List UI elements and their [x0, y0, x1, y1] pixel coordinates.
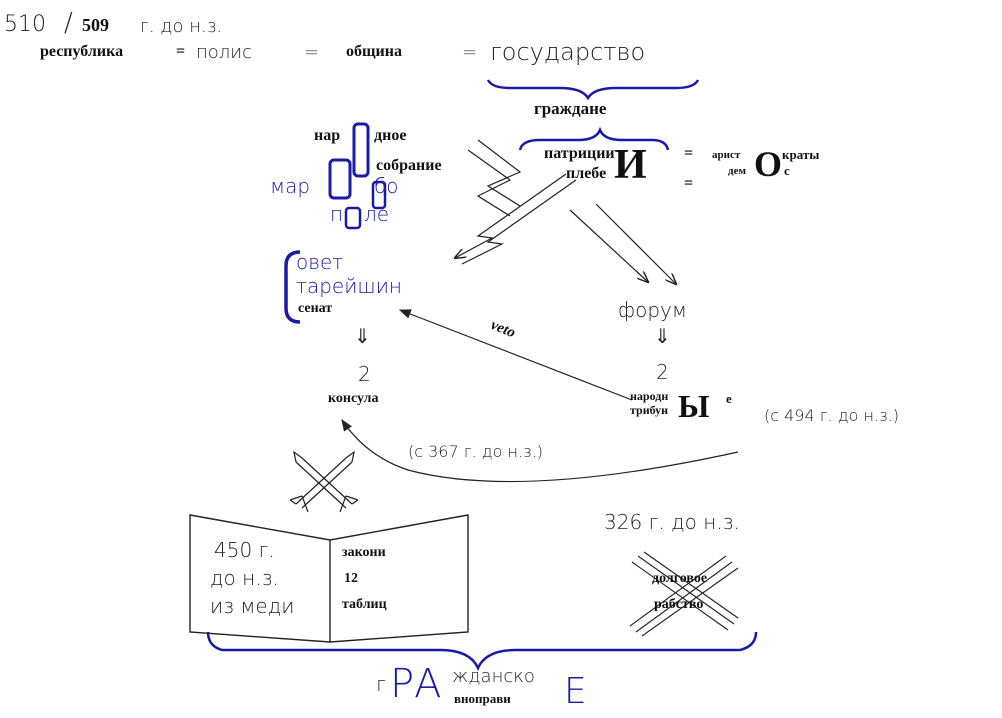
assembly-p: п — [330, 202, 344, 226]
laws-w3: таблиц — [342, 597, 387, 612]
civil-e: Е — [564, 671, 587, 712]
since-367-label: (с 367 г. до н.з.) — [408, 442, 544, 461]
council-bracket — [284, 250, 301, 324]
zigzag-arrow-top2 — [467, 149, 512, 217]
plebs-to-forum-arrow — [569, 209, 648, 282]
state-brace — [486, 79, 700, 101]
laws-w1: закони — [342, 545, 386, 560]
assembly-mar: мар — [270, 174, 311, 198]
consuls-label: консула — [328, 391, 379, 406]
community-word: община — [346, 43, 402, 60]
assembly-le: ле — [364, 202, 390, 226]
patricians-label: патриции — [544, 145, 615, 162]
year-510: 510 — [4, 12, 46, 37]
citizens-brace — [518, 126, 670, 151]
book-outline — [189, 514, 469, 643]
plebs-to-council-arrow2 — [461, 179, 577, 265]
crossed-swords-icon — [289, 450, 359, 513]
eq-2: = — [304, 42, 320, 63]
plebs-label: плебе — [566, 165, 607, 182]
tribunes-num: 2 — [656, 360, 669, 384]
civil-zhdansko: жданско — [452, 666, 535, 687]
arrow-to-tribunes: ⇓ — [654, 324, 671, 348]
cross-out-icon — [629, 551, 739, 637]
veto-arrow — [398, 309, 633, 401]
year-509: 509 — [82, 15, 109, 35]
eq-1: = — [176, 43, 186, 60]
year-slash: / — [64, 8, 73, 38]
debt-year: 326 г. до н.з. — [604, 510, 740, 534]
assembly-bo: бо — [374, 174, 399, 198]
big-o-letter: О — [754, 144, 783, 184]
state-word: государство — [490, 38, 646, 66]
citizens-label: граждане — [534, 99, 607, 118]
assembly-bracket-small — [371, 180, 387, 210]
header-era: г. до н.з. — [140, 16, 223, 37]
tribunes-big-y: Ы — [678, 388, 710, 424]
assembly-nar: нар — [314, 127, 341, 144]
tribunes-e: е — [726, 391, 732, 406]
laws-year: 450 г. — [214, 538, 275, 562]
civil-g: г — [376, 672, 386, 696]
kraty-label: краты — [782, 147, 820, 162]
senate-label: сенат — [298, 301, 333, 316]
arist-label: арист — [712, 149, 741, 161]
assembly-sobranie: собрание — [376, 157, 442, 174]
civil-brace — [206, 631, 758, 672]
assembly-bracket-top — [352, 122, 370, 178]
eq-top: = — [684, 145, 694, 162]
council-line2: тарейшин — [296, 274, 402, 298]
zigzag-arrow-top — [477, 139, 522, 207]
assembly-bracket-p — [344, 206, 362, 230]
council-line1: овет — [296, 250, 344, 274]
forum-label: форум — [618, 298, 687, 322]
consuls-num: 2 — [358, 362, 371, 386]
republic-word: республика — [40, 43, 124, 60]
tribunes-since: (с 494 г. до н.з.) — [764, 406, 900, 425]
since367-arrow — [341, 419, 739, 483]
c-label: с — [784, 163, 790, 178]
plebs-to-forum-arrow2 — [595, 203, 676, 284]
laws-copper: из меди — [210, 594, 295, 618]
civil-vnoprav: вноправи — [454, 691, 511, 706]
arrow-to-consuls: ⇓ — [354, 324, 371, 348]
laws-era: до н.з. — [210, 566, 279, 590]
eq-bottom: = — [684, 175, 694, 192]
tribunes-tribun: трибун — [630, 403, 669, 417]
assembly-dnoe: дное — [374, 127, 407, 144]
debt-w1: долговое — [652, 571, 708, 586]
dem-label: дем — [728, 165, 746, 177]
eq-3: = — [462, 42, 478, 63]
plebs-to-council-arrow — [455, 173, 567, 258]
assembly-bracket-bottom — [328, 158, 352, 200]
polis-word: полис — [196, 42, 253, 63]
big-i-letter: И — [614, 142, 647, 188]
tribunes-narodn: народн — [630, 389, 669, 403]
civil-ra: РА — [390, 661, 442, 707]
laws-w2: 12 — [344, 571, 358, 586]
debt-w2: рабство — [654, 597, 704, 612]
